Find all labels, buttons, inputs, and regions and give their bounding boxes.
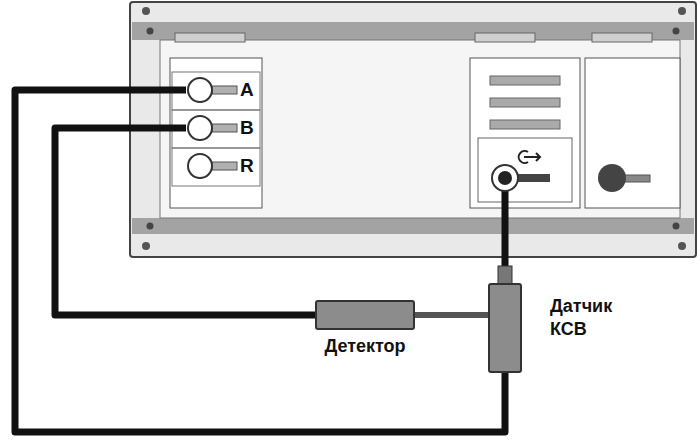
output-cell [478, 138, 572, 202]
port-cell [172, 148, 260, 186]
part-label: Детектор [324, 336, 405, 357]
vswr-sensor-body: Датчик КСВ [488, 283, 522, 373]
port-label: R [240, 152, 254, 180]
port-stub [212, 124, 237, 132]
receiver-module [170, 58, 262, 208]
instrument-housing [130, 2, 696, 257]
indicator-bar [490, 76, 560, 85]
bottom-band [132, 218, 694, 234]
port-socket [188, 78, 212, 102]
input-port: A [186, 76, 254, 104]
port-socket [188, 116, 212, 140]
screw [678, 7, 686, 15]
right-module [585, 58, 680, 208]
port-label: A [240, 76, 254, 104]
port-connector [186, 76, 238, 104]
input-port: R [186, 152, 254, 180]
generator-output-port [492, 165, 518, 191]
front-panel [160, 40, 680, 218]
generator-symbol [524, 153, 540, 161]
screw [673, 223, 680, 230]
detector-body: Детектор [315, 300, 415, 330]
adapter-link [415, 312, 488, 318]
control-knob [598, 164, 626, 192]
port-stub [212, 162, 237, 170]
coax-cable [15, 90, 505, 432]
module-tab [175, 33, 245, 42]
port-label: B [240, 114, 254, 142]
port-connector [186, 152, 238, 180]
output-stub [516, 174, 550, 182]
port-stub [212, 86, 237, 94]
coax-cable [55, 128, 315, 315]
indicator-bar [490, 120, 560, 129]
screw [147, 223, 154, 230]
input-port: B [186, 114, 254, 142]
generator-cable [502, 180, 509, 270]
indicator-bar [490, 98, 560, 107]
generator-output-port [498, 171, 512, 185]
port-connector [186, 114, 238, 142]
screw [142, 7, 150, 15]
screw [673, 28, 680, 35]
module-tab [592, 33, 652, 42]
screw [142, 242, 150, 250]
screw [147, 28, 154, 35]
part-label: Датчик КСВ [550, 295, 612, 340]
port-socket [188, 154, 212, 178]
module-tab [475, 33, 535, 42]
generator-module [470, 58, 580, 208]
screw [678, 242, 686, 250]
cable-connector [498, 266, 512, 284]
